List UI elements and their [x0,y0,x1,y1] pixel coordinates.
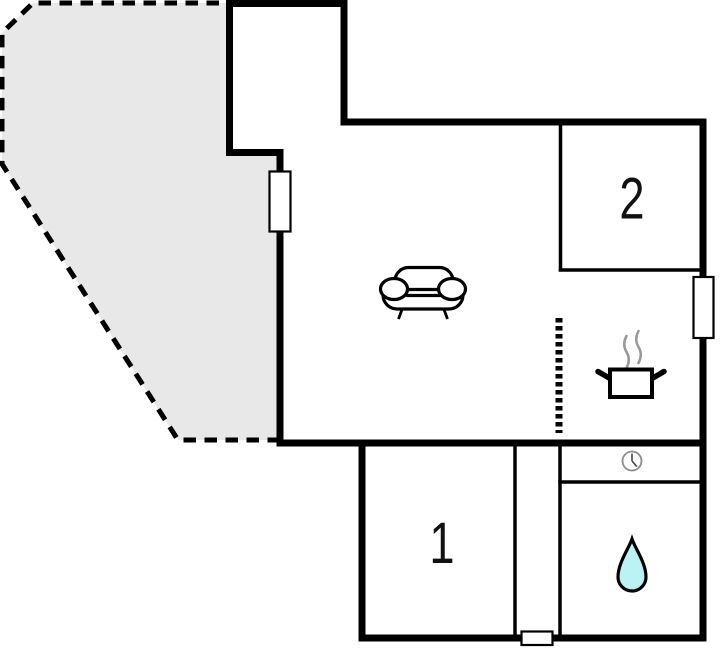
stove-pot-icon [595,329,667,399]
steam-line-right [634,329,643,365]
pot-body [608,367,654,399]
terrace [0,0,280,443]
clock-hour-hand [631,460,638,468]
door-bottom [520,630,554,647]
room-1-label: 1 [429,512,454,577]
room-2-label: 2 [619,167,644,232]
sofa-icon [378,265,468,320]
room-labels: 2 1 [429,167,644,576]
sofa-armrest-left [378,276,410,302]
water-drop-icon [616,534,648,593]
steam-lines [622,329,643,370]
interior-walls [513,125,700,637]
clock-icon [621,450,643,472]
terrace-dashed-border [0,0,280,443]
sofa-armrest-right [436,276,468,302]
terrace-area [2,3,280,440]
openings [268,170,715,647]
window-right [692,275,715,340]
steam-line-left [622,334,631,370]
window-left [268,170,292,233]
